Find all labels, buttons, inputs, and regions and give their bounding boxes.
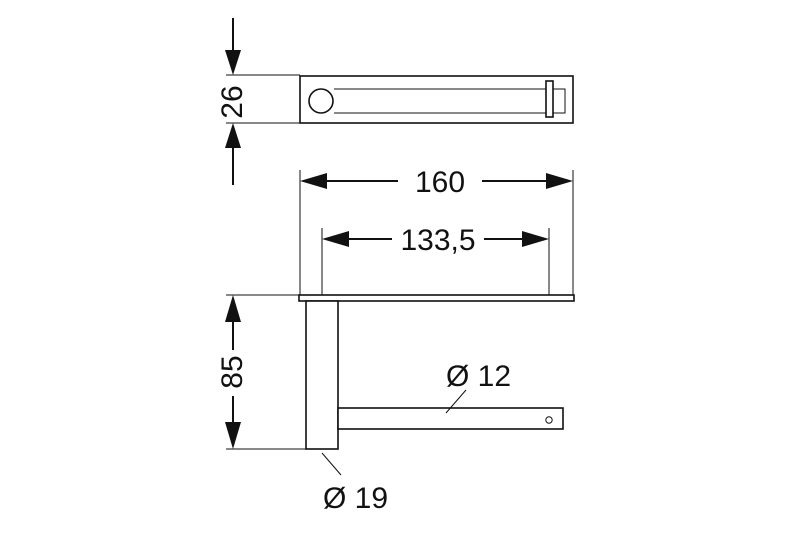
dimension-label-85: 85: [216, 355, 249, 388]
arrow-head: [225, 422, 241, 449]
arrow-head: [300, 173, 327, 189]
dimension-label-post-diameter: Ø 19: [323, 482, 388, 515]
top-view-post-circle: [308, 88, 334, 114]
side-view-hole: [545, 416, 553, 424]
dimension-label-26: 26: [216, 85, 249, 118]
arrow-head: [225, 123, 241, 148]
arrow-head: [322, 231, 349, 247]
dimension-85: 85: [216, 294, 306, 450]
side-view-arm: [337, 407, 564, 430]
dimension-label-rod-diameter: Ø 12: [446, 360, 511, 393]
arrow-head: [225, 295, 241, 322]
top-view: [299, 75, 574, 124]
side-view-plate: [298, 294, 575, 302]
arrow-head: [225, 50, 241, 75]
side-view-post: [305, 300, 339, 450]
top-view-arm: [334, 88, 566, 114]
arrow-head: [546, 173, 573, 189]
arrow-head: [522, 231, 549, 247]
side-view: [298, 294, 575, 450]
callout-rod-diameter: Ø 12: [445, 360, 511, 414]
leader-line: [445, 389, 467, 414]
top-view-end-cap: [545, 80, 554, 118]
top-view-plate: [299, 75, 574, 124]
callout-post-diameter: Ø 19: [321, 452, 388, 515]
dimension-label-160: 160: [415, 166, 465, 199]
dimension-133-5: 133,5: [321, 224, 550, 296]
leader-line: [321, 452, 342, 476]
dimension-160: 160: [299, 166, 574, 296]
dimension-26: 26: [216, 18, 300, 185]
dimension-label-133-5: 133,5: [400, 224, 475, 257]
